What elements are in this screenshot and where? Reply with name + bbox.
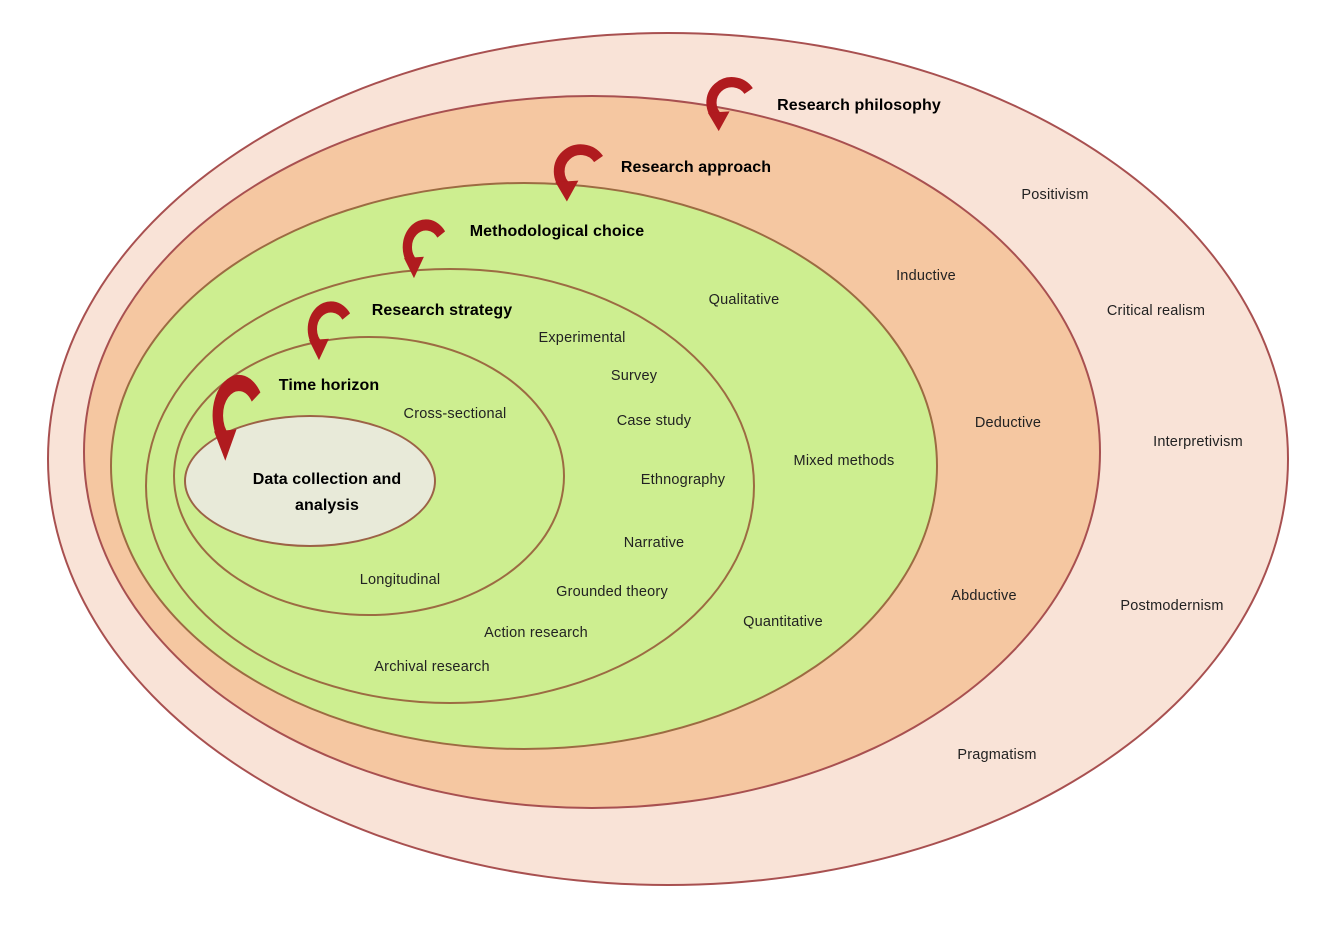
- curved-arrow-icon: [402, 219, 446, 279]
- item-quantitative: Quantitative: [743, 614, 823, 630]
- item-narrative: Narrative: [623, 535, 685, 551]
- item-ethnography: Ethnography: [640, 472, 726, 488]
- layer-label-research-strategy: Research strategy: [371, 302, 513, 319]
- curved-arrow-icon: [706, 77, 753, 132]
- layer-label-research-philosophy: Research philosophy: [777, 97, 941, 114]
- item-cross-sectional: Cross-sectional: [403, 406, 507, 422]
- layer-label-data-collection: Data collection and analysis: [252, 471, 402, 514]
- item-inductive: Inductive: [896, 268, 956, 284]
- curved-arrow-icon: [307, 301, 351, 361]
- item-survey: Survey: [610, 368, 658, 384]
- curved-arrow-icon: [553, 144, 603, 202]
- item-archival-research: Archival research: [374, 659, 490, 675]
- curved-arrow-icon: [212, 374, 261, 461]
- item-case-study: Case study: [616, 413, 692, 429]
- layer-label-time-horizon: Time horizon: [278, 377, 380, 394]
- item-action-research: Action research: [484, 625, 588, 641]
- item-positivism: Positivism: [1021, 187, 1089, 203]
- item-deductive: Deductive: [974, 415, 1042, 431]
- item-experimental: Experimental: [538, 330, 626, 346]
- layer-label-methodological-choice: Methodological choice: [469, 223, 645, 240]
- item-qualitative: Qualitative: [708, 292, 780, 308]
- item-abductive: Abductive: [951, 588, 1017, 604]
- item-pragmatism: Pragmatism: [957, 747, 1037, 763]
- item-grounded-theory: Grounded theory: [556, 584, 668, 600]
- layer-label-research-approach: Research approach: [620, 159, 772, 176]
- item-longitudinal: Longitudinal: [359, 572, 441, 588]
- item-mixed-methods: Mixed methods: [793, 453, 895, 469]
- item-postmodernism: Postmodernism: [1120, 598, 1224, 614]
- item-interpretivism: Interpretivism: [1153, 434, 1243, 450]
- item-critical-realism: Critical realism: [1106, 303, 1206, 319]
